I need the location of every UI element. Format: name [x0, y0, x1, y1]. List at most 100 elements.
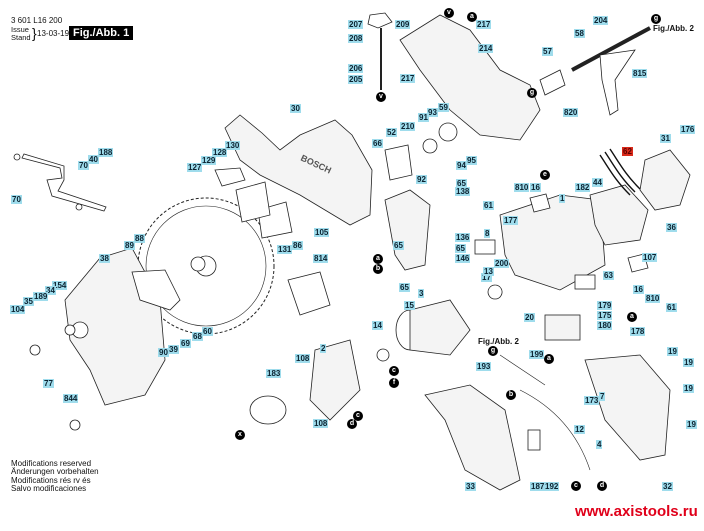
part-label-20[interactable]: 20 — [524, 313, 535, 322]
part-label-35[interactable]: 35 — [23, 297, 34, 306]
figref-bottom[interactable]: Fig./Abb. 2 — [478, 337, 519, 346]
part-label-208[interactable]: 208 — [348, 34, 364, 43]
part-label-39[interactable]: 39 — [168, 345, 179, 354]
figref-top-right[interactable]: Fig./Abb. 2 — [653, 24, 694, 33]
part-label-138[interactable]: 138 — [455, 187, 471, 196]
part-label-17[interactable]: 17 — [481, 273, 492, 282]
part-label-62[interactable]: 62 — [622, 147, 633, 156]
part-label-65d[interactable]: 65 — [455, 244, 466, 253]
part-label-844[interactable]: 844 — [63, 394, 79, 403]
part-label-127[interactable]: 127 — [187, 163, 203, 172]
part-label-217[interactable]: 217 — [476, 20, 492, 29]
part-label-44[interactable]: 44 — [592, 178, 603, 187]
part-label-90[interactable]: 90 — [158, 348, 169, 357]
part-label-154[interactable]: 154 — [52, 281, 68, 290]
part-label-15[interactable]: 15 — [404, 301, 415, 310]
part-label-104[interactable]: 104 — [10, 305, 26, 314]
part-label-136[interactable]: 136 — [455, 233, 471, 242]
part-label-19b[interactable]: 19 — [683, 358, 694, 367]
part-label-4[interactable]: 4 — [596, 440, 603, 449]
part-label-129[interactable]: 129 — [201, 156, 217, 165]
part-label-188[interactable]: 188 — [98, 148, 114, 157]
part-label-130[interactable]: 130 — [225, 141, 241, 150]
part-label-19c[interactable]: 19 — [683, 384, 694, 393]
part-label-193[interactable]: 193 — [476, 362, 492, 371]
part-label-131[interactable]: 131 — [277, 245, 293, 254]
part-label-34[interactable]: 34 — [45, 286, 56, 295]
part-label-70[interactable]: 70 — [78, 161, 89, 170]
part-label-12[interactable]: 12 — [574, 425, 585, 434]
website-link[interactable]: www.axistools.ru — [575, 503, 698, 520]
part-label-58[interactable]: 58 — [574, 29, 585, 38]
part-label-66[interactable]: 66 — [372, 139, 383, 148]
part-label-88[interactable]: 88 — [134, 234, 145, 243]
part-label-38[interactable]: 38 — [99, 254, 110, 263]
part-label-206[interactable]: 206 — [348, 64, 364, 73]
part-label-179[interactable]: 179 — [597, 301, 613, 310]
part-label-199[interactable]: 199 — [529, 350, 545, 359]
part-label-69[interactable]: 69 — [180, 339, 191, 348]
part-label-65[interactable]: 65 — [456, 179, 467, 188]
part-label-77[interactable]: 77 — [43, 379, 54, 388]
part-label-1[interactable]: 1 — [559, 194, 566, 203]
part-label-61b[interactable]: 61 — [666, 303, 677, 312]
part-label-57[interactable]: 57 — [542, 47, 553, 56]
part-label-810[interactable]: 810 — [514, 183, 530, 192]
part-label-93[interactable]: 93 — [427, 108, 438, 117]
part-label-200[interactable]: 200 — [494, 259, 510, 268]
part-label-175[interactable]: 175 — [597, 311, 613, 320]
part-label-68[interactable]: 68 — [192, 332, 203, 341]
part-label-32[interactable]: 32 — [662, 482, 673, 491]
part-label-65b[interactable]: 65 — [393, 241, 404, 250]
part-label-3[interactable]: 3 — [418, 289, 425, 298]
part-label-183[interactable]: 183 — [266, 369, 282, 378]
part-label-14[interactable]: 14 — [372, 321, 383, 330]
part-label-60[interactable]: 60 — [202, 327, 213, 336]
part-label-128[interactable]: 128 — [212, 148, 228, 157]
part-label-31[interactable]: 31 — [660, 134, 671, 143]
part-label-52[interactable]: 52 — [386, 128, 397, 137]
part-label-146[interactable]: 146 — [455, 254, 471, 263]
part-label-209[interactable]: 209 — [395, 20, 411, 29]
part-label-19[interactable]: 19 — [667, 347, 678, 356]
part-label-92[interactable]: 92 — [416, 175, 427, 184]
part-label-205[interactable]: 205 — [348, 75, 364, 84]
part-label-178[interactable]: 178 — [630, 327, 646, 336]
part-label-61[interactable]: 61 — [483, 201, 494, 210]
part-label-108[interactable]: 108 — [295, 354, 311, 363]
part-label-173[interactable]: 173 — [584, 396, 600, 405]
part-label-204[interactable]: 204 — [593, 16, 609, 25]
part-label-40[interactable]: 40 — [88, 155, 99, 164]
part-label-182[interactable]: 182 — [575, 183, 591, 192]
part-label-108b[interactable]: 108 — [313, 419, 329, 428]
part-label-36[interactable]: 36 — [666, 223, 677, 232]
part-label-810b[interactable]: 810 — [645, 294, 661, 303]
part-label-210[interactable]: 210 — [400, 122, 416, 131]
part-label-207[interactable]: 207 — [348, 20, 364, 29]
part-label-177[interactable]: 177 — [503, 216, 519, 225]
part-label-16b[interactable]: 16 — [633, 285, 644, 294]
part-label-63[interactable]: 63 — [603, 271, 614, 280]
part-label-94[interactable]: 94 — [456, 161, 467, 170]
part-label-192[interactable]: 192 — [544, 482, 560, 491]
part-label-89[interactable]: 89 — [124, 241, 135, 250]
part-label-814[interactable]: 814 — [313, 254, 329, 263]
part-label-105[interactable]: 105 — [314, 228, 330, 237]
part-label-2[interactable]: 2 — [320, 344, 327, 353]
part-label-107[interactable]: 107 — [642, 253, 658, 262]
part-label-13[interactable]: 13 — [483, 267, 494, 276]
part-label-214[interactable]: 214 — [478, 44, 494, 53]
part-label-33[interactable]: 33 — [465, 482, 476, 491]
part-label-30[interactable]: 30 — [290, 104, 301, 113]
part-label-19d[interactable]: 19 — [686, 420, 697, 429]
part-label-176[interactable]: 176 — [680, 125, 696, 134]
part-label-8[interactable]: 8 — [484, 229, 491, 238]
part-label-189[interactable]: 189 — [33, 292, 49, 301]
part-label-70b[interactable]: 70 — [11, 195, 22, 204]
part-label-86[interactable]: 86 — [292, 241, 303, 250]
part-label-180[interactable]: 180 — [597, 321, 613, 330]
part-label-91[interactable]: 91 — [418, 113, 429, 122]
part-label-59[interactable]: 59 — [438, 103, 449, 112]
part-label-95[interactable]: 95 — [466, 156, 477, 165]
part-label-217b[interactable]: 217 — [400, 74, 416, 83]
